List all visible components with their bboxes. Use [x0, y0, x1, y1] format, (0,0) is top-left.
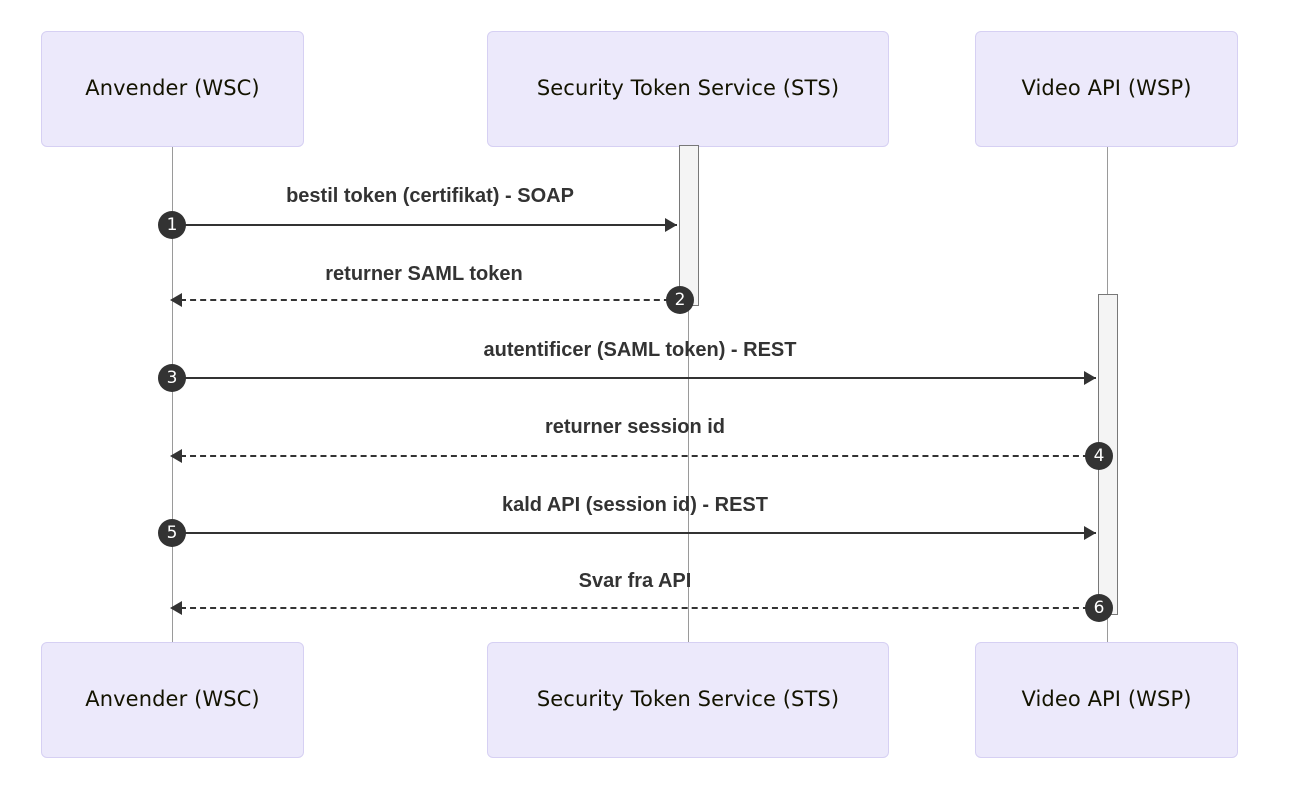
message-arrowhead-3: [1084, 371, 1096, 385]
activation-bar-sts: [679, 145, 699, 306]
message-label-6: Svar fra API: [578, 570, 692, 592]
message-label-3: autentificer (SAML token) - REST: [483, 339, 797, 361]
participant-label-sts-bottom: Security Token Service (STS): [536, 687, 840, 712]
message-arrowhead-2: [170, 293, 182, 307]
participant-label-wsc-top: Anvender (WSC): [85, 76, 260, 101]
lifeline-sts: [688, 147, 689, 643]
participant-box-wsc-top[interactable]: Anvender (WSC): [41, 31, 304, 147]
message-line-3: [172, 377, 1096, 379]
message-line-1: [172, 224, 677, 226]
lifeline-wsc: [172, 147, 173, 643]
participant-label-wsp-top: Video API (WSP): [1021, 76, 1192, 101]
message-label-4: returner session id: [544, 416, 726, 438]
participant-label-sts-top: Security Token Service (STS): [536, 76, 840, 101]
message-arrowhead-4: [170, 449, 182, 463]
message-line-5: [172, 532, 1096, 534]
message-line-2: [180, 299, 680, 301]
sequence-badge-3: 3: [158, 364, 186, 392]
participant-box-sts-top[interactable]: Security Token Service (STS): [487, 31, 889, 147]
participant-box-wsp-top[interactable]: Video API (WSP): [975, 31, 1238, 147]
sequence-badge-6: 6: [1085, 594, 1113, 622]
message-arrowhead-1: [665, 218, 677, 232]
participant-label-wsc-bottom: Anvender (WSC): [85, 687, 260, 712]
sequence-badge-2: 2: [666, 286, 694, 314]
message-label-2: returner SAML token: [325, 263, 523, 285]
message-arrowhead-6: [170, 601, 182, 615]
participant-box-sts-bottom[interactable]: Security Token Service (STS): [487, 642, 889, 758]
message-label-1: bestil token (certifikat) - SOAP: [286, 185, 574, 207]
message-line-4: [180, 455, 1099, 457]
sequence-badge-5: 5: [158, 519, 186, 547]
participant-box-wsp-bottom[interactable]: Video API (WSP): [975, 642, 1238, 758]
sequence-badge-1: 1: [158, 211, 186, 239]
message-line-6: [180, 607, 1099, 609]
participant-label-wsp-bottom: Video API (WSP): [1021, 687, 1192, 712]
message-arrowhead-5: [1084, 526, 1096, 540]
participant-box-wsc-bottom[interactable]: Anvender (WSC): [41, 642, 304, 758]
message-label-5: kald API (session id) - REST: [502, 494, 768, 516]
sequence-badge-4: 4: [1085, 442, 1113, 470]
